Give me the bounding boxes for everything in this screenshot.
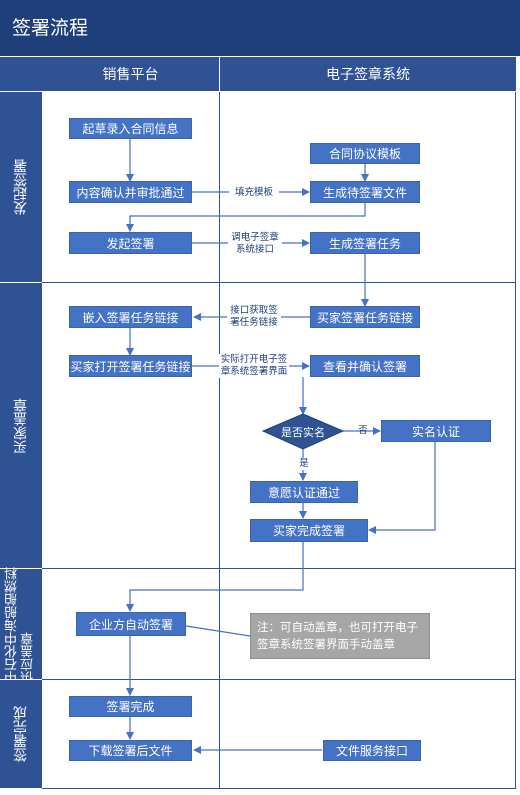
node-buyer-open: 买家打开签署任务链接 (69, 355, 192, 377)
label-call-api: 调电子签章系统接口 (228, 232, 282, 256)
arrow-genfile-start (126, 203, 366, 232)
connector-auto-note (185, 625, 251, 637)
label-get-link: 接口获取签署任务链接 (227, 305, 281, 329)
label-no: 否 (358, 425, 368, 436)
label-fill-template: 填充模板 (229, 187, 279, 199)
node-approve: 内容确认并审批通过 (69, 181, 192, 203)
arrow-buyerdone-auto (126, 542, 304, 612)
column-divider (219, 92, 220, 789)
node-buyer-done: 买家完成签署 (250, 519, 368, 542)
node-view-confirm: 查看并确认签署 (310, 355, 420, 377)
node-generate-file: 生成待签署文件 (310, 181, 420, 203)
lane-divider (42, 282, 516, 283)
node-contract-template: 合同协议模板 (310, 143, 420, 164)
decision-diamond (261, 413, 345, 450)
column-header-esign: 电子签章系统 (220, 57, 516, 91)
node-start-sign: 发起签署 (69, 232, 192, 254)
node-draft-contract: 起草录入合同信息 (69, 118, 192, 139)
node-embed-link: 嵌入签署任务链接 (69, 306, 192, 328)
lane-supplier: 中石化中海船舶燃料供应盖章 (0, 567, 42, 684)
label-open-esign: 实际打开电子签章系统签署界面 (219, 354, 289, 378)
node-buyer-link: 买家签署任务链接 (310, 306, 420, 328)
title-bar (0, 0, 520, 56)
column-header-sales: 销售平台 (42, 57, 219, 91)
lane-divider (42, 679, 516, 680)
decision-label: 是否实名 (281, 426, 325, 439)
lane-initiate: 发起签署 (0, 92, 42, 282)
lane-done: 签署完成 (0, 680, 42, 788)
node-auto-sign: 企业方自动签署 (76, 612, 186, 636)
note-auto-seal: 注：可自动盖章，也可打开电子签章系统签署界面手动盖章 (250, 613, 430, 659)
node-sign-done: 签署完成 (69, 696, 192, 717)
arrow-realname-buyerdone (368, 442, 436, 534)
node-realname-auth: 实名认证 (381, 420, 491, 442)
bottom-border (42, 788, 516, 789)
lane-divider (42, 568, 516, 569)
label-yes: 是 (298, 458, 310, 470)
node-generate-task: 生成签署任务 (310, 232, 420, 254)
node-file-service: 文件服务接口 (323, 740, 421, 761)
right-border (515, 92, 516, 789)
lane-buyer: 买家盖章 (0, 283, 42, 568)
node-intent-auth: 意愿认证通过 (250, 481, 358, 503)
corner-cell (0, 57, 42, 91)
page-title: 签署流程 (12, 17, 89, 39)
node-download-file: 下载签署后文件 (69, 740, 192, 761)
